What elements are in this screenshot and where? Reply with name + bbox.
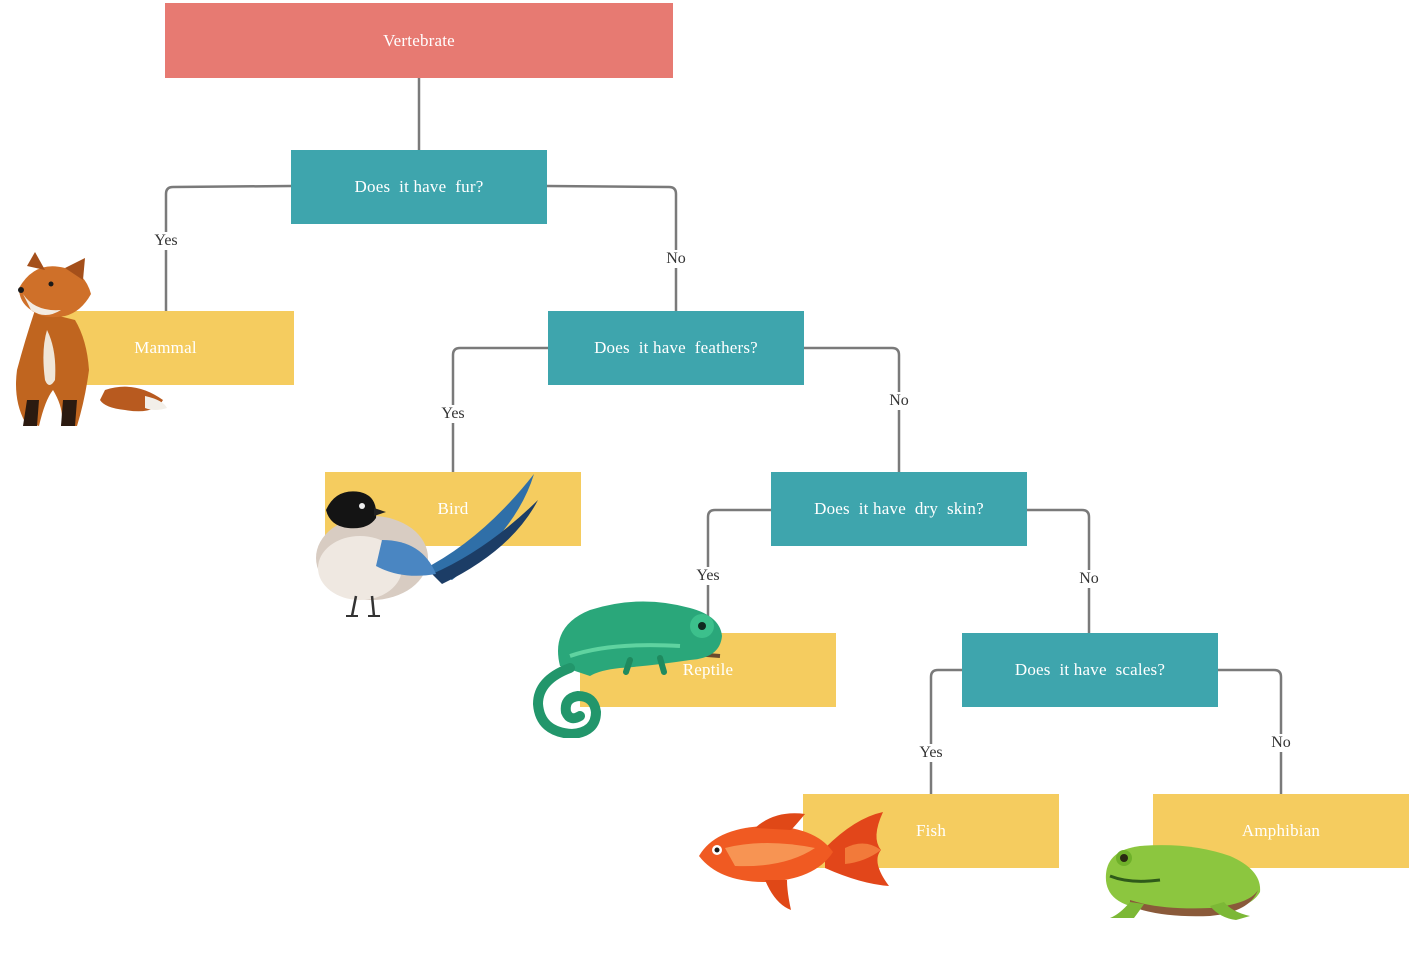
question-label-feathers: Does it have feathers? [594,338,758,357]
chameleon-illustration [532,601,722,738]
edge-label-dry-skin-no: No [1077,570,1101,588]
magpie-bird-illustration [316,474,538,617]
edge-label-fur-no: No [664,250,688,268]
edge-label-scales-no: No [1269,734,1293,752]
edge-label-scales-yes: Yes [917,744,945,762]
edge-label-feathers-no: No [887,392,911,410]
question-node-scales[interactable]: Does it have scales? [962,633,1218,707]
tree-frog-illustration [1105,845,1261,920]
edge-label-fur-yes: Yes [152,232,180,250]
edge-label-feathers-yes: Yes [439,405,467,423]
question-node-fur[interactable]: Does it have fur? [291,150,547,224]
question-node-feathers[interactable]: Does it have feathers? [548,311,804,385]
goldfish-illustration [699,812,889,910]
root-node-vertebrate[interactable]: Vertebrate [165,3,673,78]
root-node-label: Vertebrate [383,30,455,50]
question-node-dry-skin[interactable]: Does it have dry skin? [771,472,1027,546]
question-label-scales: Does it have scales? [1014,660,1166,679]
question-label-fur: Does it have fur? [354,177,484,196]
fox-illustration [16,252,167,426]
leaf-label-fish: Fish [915,821,947,840]
leaf-label-reptile: Reptile [682,660,734,679]
leaf-label-bird: Bird [437,499,469,518]
leaf-label-mammal: Mammal [134,338,197,357]
leaf-label-amphibian: Amphibian [1241,821,1321,840]
edge-label-dry-skin-yes: Yes [694,567,722,585]
question-label-dry-skin: Does it have dry skin? [814,499,984,518]
